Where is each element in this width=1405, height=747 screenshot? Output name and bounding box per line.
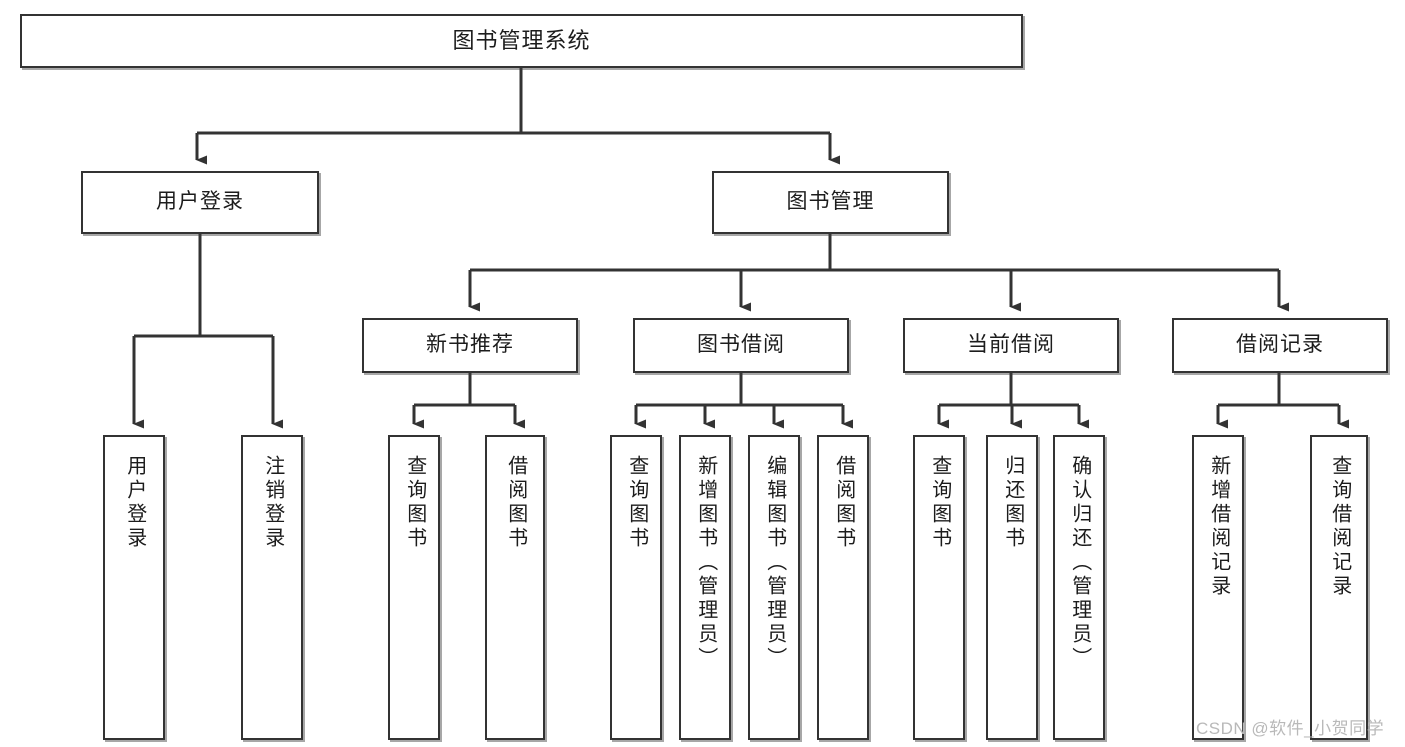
node-leaf-user-login[interactable]: 用户登录 (103, 435, 165, 740)
node-current-borrow[interactable]: 当前借阅 (903, 318, 1119, 373)
node-leaf-user-login-label: 用户登录 (123, 455, 146, 551)
node-root-system-label: 图书管理系统 (452, 28, 591, 54)
node-leaf-borrow-book-recommend-label: 借阅图书 (504, 455, 527, 551)
node-book-management[interactable]: 图书管理 (712, 171, 949, 234)
node-leaf-query-book-current[interactable]: 查询图书 (913, 435, 965, 740)
node-leaf-add-book-admin-label: 新增图书（管理员） (694, 455, 717, 671)
node-leaf-confirm-return-admin-label: 确认归还（管理员） (1068, 455, 1091, 671)
node-leaf-add-borrow-record[interactable]: 新增借阅记录 (1192, 435, 1244, 740)
node-leaf-query-book-recommend[interactable]: 查询图书 (388, 435, 440, 740)
node-user-login[interactable]: 用户登录 (81, 171, 319, 234)
node-borrow-record[interactable]: 借阅记录 (1172, 318, 1388, 373)
node-leaf-return-book[interactable]: 归还图书 (986, 435, 1038, 740)
node-book-management-label: 图书管理 (786, 190, 875, 214)
node-leaf-return-book-label: 归还图书 (1001, 455, 1024, 551)
node-book-borrow-label: 图书借阅 (697, 333, 785, 357)
node-leaf-query-book-current-label: 查询图书 (928, 455, 951, 551)
node-leaf-borrow-book-borrow[interactable]: 借阅图书 (817, 435, 869, 740)
node-leaf-query-borrow-record-label: 查询借阅记录 (1328, 455, 1351, 599)
node-new-book-recommend[interactable]: 新书推荐 (362, 318, 578, 373)
node-book-borrow[interactable]: 图书借阅 (633, 318, 849, 373)
node-leaf-edit-book-admin[interactable]: 编辑图书（管理员） (748, 435, 800, 740)
node-borrow-record-label: 借阅记录 (1236, 333, 1324, 357)
node-current-borrow-label: 当前借阅 (967, 333, 1055, 357)
node-leaf-query-book-borrow[interactable]: 查询图书 (610, 435, 662, 740)
node-leaf-query-book-borrow-label: 查询图书 (625, 455, 648, 551)
node-leaf-borrow-book-recommend[interactable]: 借阅图书 (485, 435, 545, 740)
node-leaf-query-book-recommend-label: 查询图书 (403, 455, 426, 551)
node-leaf-query-borrow-record[interactable]: 查询借阅记录 (1310, 435, 1368, 740)
node-leaf-confirm-return-admin[interactable]: 确认归还（管理员） (1053, 435, 1105, 740)
node-leaf-logout-label: 注销登录 (261, 455, 284, 551)
node-root-system[interactable]: 图书管理系统 (20, 14, 1023, 68)
node-leaf-logout[interactable]: 注销登录 (241, 435, 303, 740)
node-leaf-edit-book-admin-label: 编辑图书（管理员） (763, 455, 786, 671)
node-user-login-label: 用户登录 (156, 190, 244, 214)
node-new-book-recommend-label: 新书推荐 (426, 333, 514, 357)
node-leaf-borrow-book-borrow-label: 借阅图书 (832, 455, 855, 551)
node-leaf-add-borrow-record-label: 新增借阅记录 (1207, 455, 1230, 599)
node-leaf-add-book-admin[interactable]: 新增图书（管理员） (679, 435, 731, 740)
